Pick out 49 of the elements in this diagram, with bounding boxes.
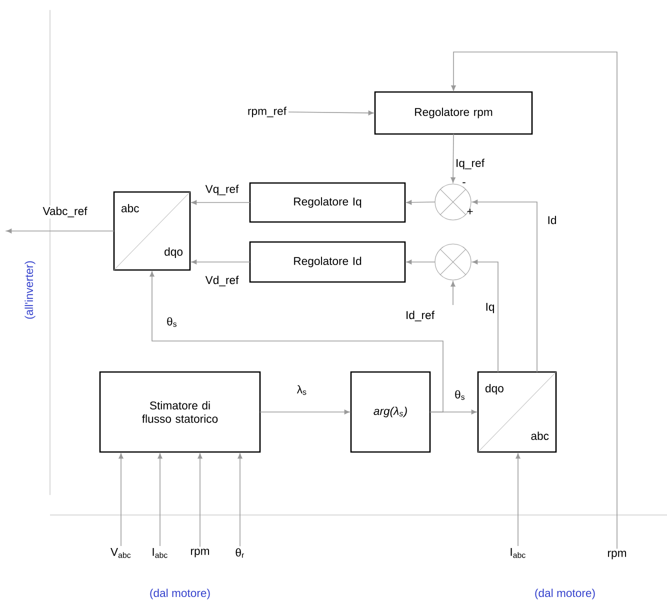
edge-label: Iq_ref	[454, 157, 486, 171]
summing-junction	[434, 184, 472, 220]
arrow	[118, 453, 124, 546]
signal-label: rpm	[191, 548, 210, 558]
edge-label: θ$_{s}$	[165, 316, 179, 328]
signal-label: I$_{abc}$	[152, 548, 168, 558]
edge-label: Iq	[484, 302, 496, 314]
block: Stimatore di flusso statorico	[99, 371, 261, 453]
edge-label: Vd_ref	[204, 274, 240, 288]
signal-label: I$_{abc}$	[510, 548, 526, 558]
arrow	[516, 453, 520, 546]
arrow	[451, 52, 618, 550]
edge-label: Vq_ref	[204, 183, 240, 197]
block: Regolatore Id	[249, 241, 406, 283]
arrow	[472, 260, 498, 372]
note-label: (all'inverter)	[24, 261, 36, 319]
edge-label: θ$_{s}$	[453, 388, 467, 402]
block: Regolatore Iq	[249, 182, 406, 223]
arrow	[406, 260, 436, 264]
signal-label: V$_{abc}$	[110, 548, 131, 558]
edge-label: Vabc_ref	[41, 205, 89, 219]
edge-label: λ$_{s}$	[296, 384, 308, 396]
sign-label: +	[467, 208, 473, 214]
edge-label: Id_ref	[404, 309, 436, 323]
block: arg(λ$_{s}$)	[350, 371, 431, 453]
arrow	[288, 110, 374, 116]
arrow	[238, 453, 242, 547]
note-label: (dal motore)	[150, 588, 210, 600]
arrow	[191, 200, 250, 205]
arrow	[198, 453, 202, 548]
signal-label: θ$_{r}$	[236, 548, 244, 558]
transform-block: dqo abc	[477, 371, 557, 453]
arrow	[191, 260, 250, 264]
arrow	[450, 281, 456, 306]
note-label: (dal motore)	[535, 588, 595, 600]
arrow	[406, 200, 436, 205]
block: Regolatore rpm	[374, 91, 533, 135]
arrow	[260, 410, 350, 414]
signal-label: rpm_ref	[248, 106, 287, 118]
sign-label: -	[462, 182, 466, 184]
arrow	[6, 228, 114, 234]
arrow	[150, 271, 444, 412]
arrow	[472, 200, 538, 372]
summing-junction	[434, 244, 472, 280]
signal-label: rpm	[608, 550, 626, 560]
arrow	[450, 134, 456, 183]
arrow	[158, 453, 162, 546]
edge-label: Id	[546, 214, 558, 226]
transform-block: abc dqo	[113, 191, 191, 271]
